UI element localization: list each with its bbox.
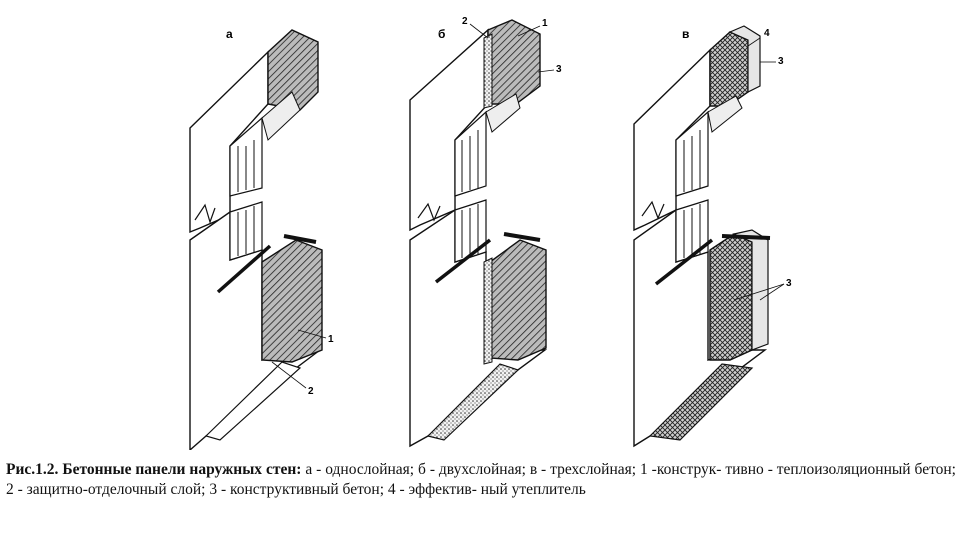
panel-c-callout-4: 4	[764, 28, 770, 39]
wall-panels-figure: а 1 2 б 2 1 3	[189, 16, 792, 450]
panel-b-callout-3: 3	[556, 64, 562, 75]
panel-a-callout-1: 1	[328, 334, 334, 345]
panel-c	[633, 25, 785, 448]
caption-body: а - однослойная; б - двухслойная; в - тр…	[6, 461, 956, 498]
figure-caption: Рис.1.2. Бетонные панели наружных стен: …	[6, 460, 956, 500]
panel-c-lower-insulation	[709, 233, 753, 361]
caption-lead: Рис.1.2. Бетонные панели наружных стен:	[6, 461, 302, 478]
panel-c-letter: в	[682, 27, 689, 41]
panel-c-upper-insulation	[709, 31, 749, 107]
panel-a-letter: а	[226, 27, 233, 41]
panel-a-lower-section	[261, 239, 323, 363]
panel-b-callout-2: 2	[462, 16, 468, 27]
panel-b-callout-1: 1	[542, 18, 548, 29]
panel-b-letter: б	[438, 27, 445, 41]
panel-c-callout-3-bottom: 3	[786, 278, 792, 289]
panel-c-callout-3-top: 3	[778, 56, 784, 67]
panel-b-upper-section	[487, 19, 541, 105]
panel-a-upper-section	[267, 29, 319, 111]
panel-b	[409, 19, 555, 448]
panel-b-lower-section	[489, 239, 547, 361]
panel-a	[189, 29, 327, 450]
panel-a-callout-2: 2	[308, 386, 314, 397]
